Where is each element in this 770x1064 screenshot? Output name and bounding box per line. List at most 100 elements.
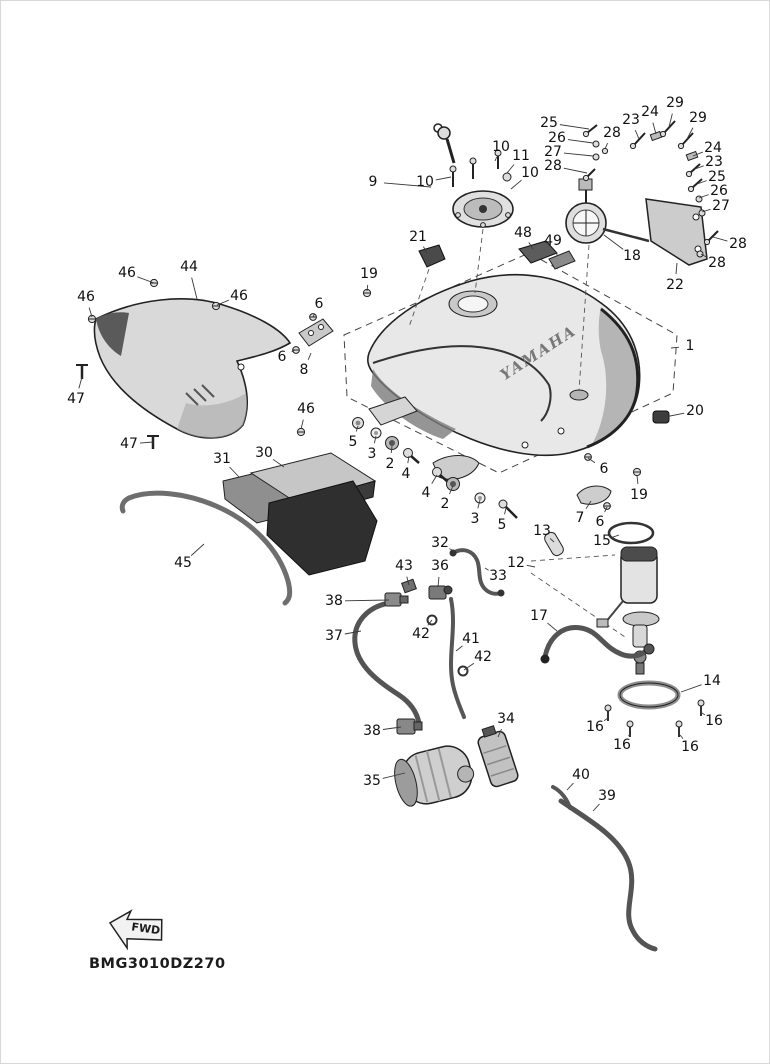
callout-47: 47 bbox=[120, 436, 138, 452]
pump-flange bbox=[622, 611, 660, 627]
callout-leader-46 bbox=[216, 299, 229, 306]
callout-leader-23 bbox=[694, 165, 704, 170]
callout-leader-29 bbox=[686, 127, 694, 140]
mat-lower-dark bbox=[266, 480, 378, 576]
hinge-hole bbox=[308, 330, 314, 336]
cover-vent-line bbox=[193, 388, 207, 402]
joint-13 bbox=[544, 531, 564, 557]
callout-leader-40 bbox=[566, 782, 574, 791]
pad-49 bbox=[548, 250, 576, 270]
callout-leader-5 bbox=[355, 425, 359, 432]
callout-28: 28 bbox=[729, 236, 747, 252]
callout-6: 6 bbox=[596, 514, 605, 530]
washer-3-hole bbox=[478, 496, 482, 500]
screw-5 bbox=[498, 499, 518, 519]
callout-44: 44 bbox=[180, 259, 198, 275]
callout-28: 28 bbox=[544, 158, 562, 174]
cover-mount-hole bbox=[237, 363, 245, 371]
bracket-7 bbox=[576, 485, 612, 505]
callout-7: 7 bbox=[576, 510, 585, 526]
callout-leader-26 bbox=[698, 194, 709, 199]
grommet-2-hole bbox=[450, 481, 456, 487]
callout-41: 41 bbox=[462, 631, 480, 647]
callout-leader-43 bbox=[406, 576, 410, 586]
callout-19: 19 bbox=[630, 487, 648, 503]
sender-arm bbox=[602, 227, 650, 243]
trim-strip-45 bbox=[119, 490, 293, 606]
callout-43: 43 bbox=[395, 558, 413, 574]
hose-37 bbox=[352, 600, 422, 726]
callout-36: 36 bbox=[431, 558, 449, 574]
part-code-label: BMG3010DZ270 bbox=[89, 956, 226, 972]
callout-leader-19 bbox=[366, 284, 369, 292]
callout-leader-10 bbox=[435, 176, 452, 181]
callout-leader-28 bbox=[563, 167, 588, 174]
screw-6 bbox=[292, 346, 300, 354]
pump-construction-line bbox=[530, 572, 626, 638]
callout-leader-3 bbox=[373, 435, 377, 444]
fuel-sender-assembly bbox=[565, 120, 719, 266]
callout-10: 10 bbox=[416, 174, 434, 190]
joint-38 bbox=[384, 592, 402, 607]
screw-6 bbox=[603, 502, 611, 510]
bolt-16 bbox=[697, 699, 705, 716]
callout-leader-49 bbox=[555, 251, 558, 256]
side-cover-front-tip bbox=[96, 312, 129, 356]
tank-bottom-edge bbox=[586, 307, 640, 449]
hose-17-end bbox=[540, 654, 550, 664]
callout-16: 16 bbox=[705, 713, 723, 729]
callout-26: 26 bbox=[710, 183, 728, 199]
filler-cap-keyhole bbox=[479, 205, 487, 213]
cap-screw-10 bbox=[494, 149, 502, 169]
module-34 bbox=[477, 725, 519, 788]
callout-leader-37 bbox=[344, 630, 362, 635]
callout-leader-20 bbox=[664, 412, 685, 418]
hose-41 bbox=[449, 597, 466, 719]
callout-leader-47 bbox=[139, 441, 154, 444]
callout-leader-27 bbox=[563, 152, 594, 157]
construction-line bbox=[474, 228, 484, 294]
callout-leader-10 bbox=[494, 156, 498, 162]
callout-leader-16 bbox=[701, 712, 706, 716]
bracket-hole bbox=[692, 213, 700, 221]
callout-leader-6 bbox=[291, 349, 296, 353]
cover-vent-line bbox=[185, 392, 199, 406]
callout-16: 16 bbox=[681, 739, 699, 755]
callout-46: 46 bbox=[77, 289, 95, 305]
lower-assembly bbox=[394, 718, 519, 807]
callout-leader-38 bbox=[344, 599, 390, 602]
callout-leader-16 bbox=[679, 734, 684, 739]
callout-23: 23 bbox=[705, 154, 723, 170]
callout-3: 3 bbox=[368, 446, 377, 462]
sensor-36 bbox=[428, 585, 447, 600]
callout-22: 22 bbox=[666, 277, 684, 293]
callout-5: 5 bbox=[498, 517, 507, 533]
callout-leader-47 bbox=[78, 376, 83, 389]
callout-31: 31 bbox=[213, 451, 231, 467]
collar-5-hole bbox=[355, 420, 361, 426]
key-blade bbox=[445, 138, 456, 164]
pump-unit-35 bbox=[394, 745, 475, 807]
hinge-bracket-8 bbox=[298, 318, 334, 347]
callout-21: 21 bbox=[409, 229, 427, 245]
callout-46: 46 bbox=[230, 288, 248, 304]
damper-20 bbox=[652, 410, 670, 424]
callout-leader-4 bbox=[431, 474, 438, 484]
callout-28: 28 bbox=[708, 255, 726, 271]
callout-34: 34 bbox=[497, 711, 515, 727]
fastener-cluster bbox=[582, 120, 719, 258]
callout-25: 25 bbox=[540, 115, 558, 131]
clamp-42 bbox=[457, 665, 469, 677]
callout-29: 29 bbox=[689, 110, 707, 126]
callout-2: 2 bbox=[386, 456, 395, 472]
callout-39: 39 bbox=[598, 788, 616, 804]
callout-leader-18 bbox=[603, 234, 624, 250]
cap-bolt bbox=[455, 212, 461, 218]
mount-bracket-front bbox=[432, 455, 480, 480]
hose-17 bbox=[542, 625, 650, 660]
callout-leader-2 bbox=[449, 485, 454, 495]
pump-cap bbox=[620, 546, 658, 562]
callout-leader-21 bbox=[423, 246, 428, 254]
callout-leader-19 bbox=[636, 474, 639, 485]
